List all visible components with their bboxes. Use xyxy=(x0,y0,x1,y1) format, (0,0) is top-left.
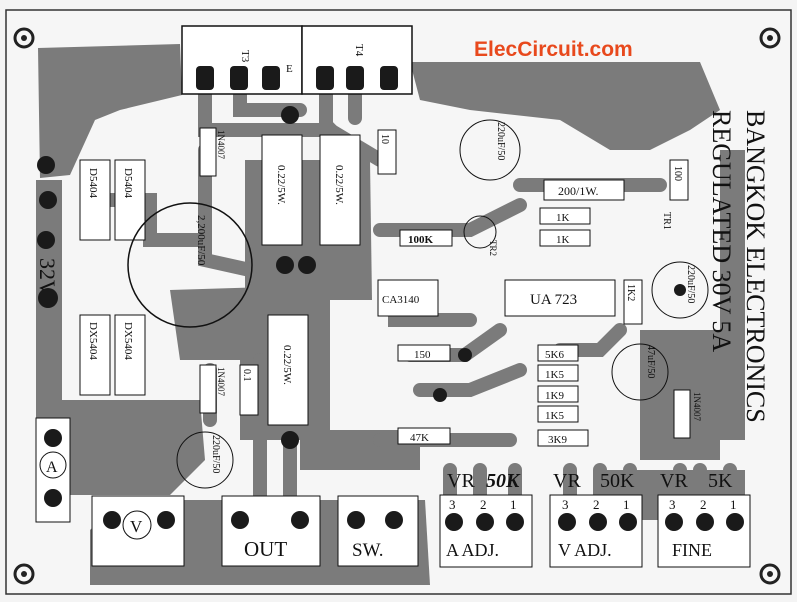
a-adj-label: A ADJ. xyxy=(446,540,499,560)
mounting-holes xyxy=(13,27,781,585)
cap-220-label: 220uF/50 xyxy=(495,122,506,160)
cap-220c-label: 220uF/50 xyxy=(685,265,696,303)
resistor-01-label: 0.1 xyxy=(241,369,252,382)
t3-label: T3 xyxy=(239,50,251,63)
resistor-1k2-label: 1K2 xyxy=(625,284,636,301)
v-adj-pin2: 2 xyxy=(593,497,600,512)
fine-label: FINE xyxy=(672,540,712,560)
board-title-line2: BANGKOK ELECTRONICS xyxy=(741,110,770,423)
resistor-150-label: 150 xyxy=(414,349,431,361)
board-title: REGULATED 30V 5A BANGKOK ELECTRONICS xyxy=(707,110,770,423)
power-resistor-1-label: 0.22/5W. xyxy=(275,165,287,205)
amp-label: A xyxy=(46,459,58,476)
zener-label-3: 1N4007 xyxy=(692,392,702,421)
small-resistors: 200/1W. 1K 1K 100K 150 5K6 1K5 1K9 1K5 4… xyxy=(239,129,689,447)
terminal-v-adj: 3 2 1 V ADJ. xyxy=(549,494,643,568)
resistor-10-label: 10 xyxy=(379,134,390,144)
fine-pin2: 2 xyxy=(700,497,707,512)
vr-v-label: VR xyxy=(553,470,581,492)
tr1-label: TR1 xyxy=(661,212,672,230)
ic-ua723: UA 723 xyxy=(504,279,616,317)
vr-a-value: 50K xyxy=(486,470,521,492)
fine-pin1: 1 xyxy=(730,497,737,512)
board-title-line1: REGULATED 30V 5A xyxy=(707,110,736,352)
vr-headers: VR 50K VR 50K VR 5K xyxy=(447,470,733,492)
resistor-47k-label: 47K xyxy=(410,432,429,444)
terminal-fine: 3 2 1 FINE xyxy=(657,494,751,568)
volt-label: V xyxy=(130,517,143,536)
resistor-1k5b-label: 1K5 xyxy=(545,410,564,422)
ic-ca3140-label: CA3140 xyxy=(382,294,420,306)
vr-f-value: 5K xyxy=(708,470,733,492)
ic-ua723-label: UA 723 xyxy=(530,292,577,308)
terminal-out: OUT xyxy=(221,495,321,567)
diode-label-4: DX5404 xyxy=(122,322,134,360)
terminal-switch: SW. xyxy=(337,495,419,567)
small-diodes: 1N4007 1N4007 1N4007 xyxy=(199,127,702,439)
out-label: OUT xyxy=(244,537,287,561)
small-capacitors: 220uF/50 220uF/50 47uF/50 220uF/50 xyxy=(176,119,709,489)
a-adj-pin1: 1 xyxy=(510,497,517,512)
terminal-amp: A xyxy=(35,417,71,523)
tr2-label: TR2 xyxy=(488,240,498,256)
diode-label-1: D5404 xyxy=(87,168,99,198)
transistor-tr1: TR1 xyxy=(661,212,672,230)
resistor-1k-b-label: 1K xyxy=(556,234,570,246)
solder-pads xyxy=(37,66,686,449)
power-resistor-3-label: 0.22/5W. xyxy=(281,345,293,385)
resistor-3k9-label: 3K9 xyxy=(548,434,567,446)
terminal-volt: V xyxy=(91,495,185,567)
cap-220b-label: 220uF/50 xyxy=(210,435,221,473)
sw-label: SW. xyxy=(352,540,384,561)
resistor-5k6-label: 5K6 xyxy=(545,349,564,361)
brand-watermark: ElecCircuit.com xyxy=(474,38,633,61)
resistor-200-label: 200/1W. xyxy=(558,184,599,198)
v-adj-pin1: 1 xyxy=(623,497,630,512)
vr-a-label: VR xyxy=(447,470,475,492)
v-adj-pin3: 3 xyxy=(562,497,569,512)
vr-v-value: 50K xyxy=(600,470,635,492)
resistor-100k-label: 100K xyxy=(408,234,434,246)
main-capacitor: 2,200uF/50 xyxy=(127,202,253,328)
resistor-1k-a-label: 1K xyxy=(556,212,570,224)
resistor-1k5-label: 1K5 xyxy=(545,369,564,381)
main-cap-label: 2,200uF/50 xyxy=(195,215,207,266)
diode-label-2: D5404 xyxy=(122,168,134,198)
t3-emitter-label: E xyxy=(286,63,293,75)
v-adj-label: V ADJ. xyxy=(558,540,612,560)
fine-pin3: 3 xyxy=(669,497,676,512)
transistor-tr2: TR2 xyxy=(463,215,498,256)
diode-label-3: DX5404 xyxy=(87,322,99,360)
power-resistors: 0.22/5W. 0.22/5W. 0.22/5W. xyxy=(261,134,361,426)
zener-label-2: 1N4007 xyxy=(216,367,226,396)
t4-label: T4 xyxy=(353,44,365,57)
bridge-diodes: D5404 D5404 DX5404 DX5404 xyxy=(79,159,146,396)
resistor-1k9-label: 1K9 xyxy=(545,390,564,402)
a-adj-pin3: 3 xyxy=(449,497,456,512)
ic-ca3140: CA3140 xyxy=(377,279,439,317)
resistor-100-label: 100 xyxy=(672,166,683,181)
zener-label-1: 1N4007 xyxy=(216,130,226,159)
vr-f-label: VR xyxy=(660,470,688,492)
a-adj-pin2: 2 xyxy=(480,497,487,512)
cap-47-label: 47uF/50 xyxy=(645,345,656,378)
power-resistor-2-label: 0.22/5W. xyxy=(333,165,345,205)
terminal-a-adj: 3 2 1 A ADJ. xyxy=(439,494,533,568)
